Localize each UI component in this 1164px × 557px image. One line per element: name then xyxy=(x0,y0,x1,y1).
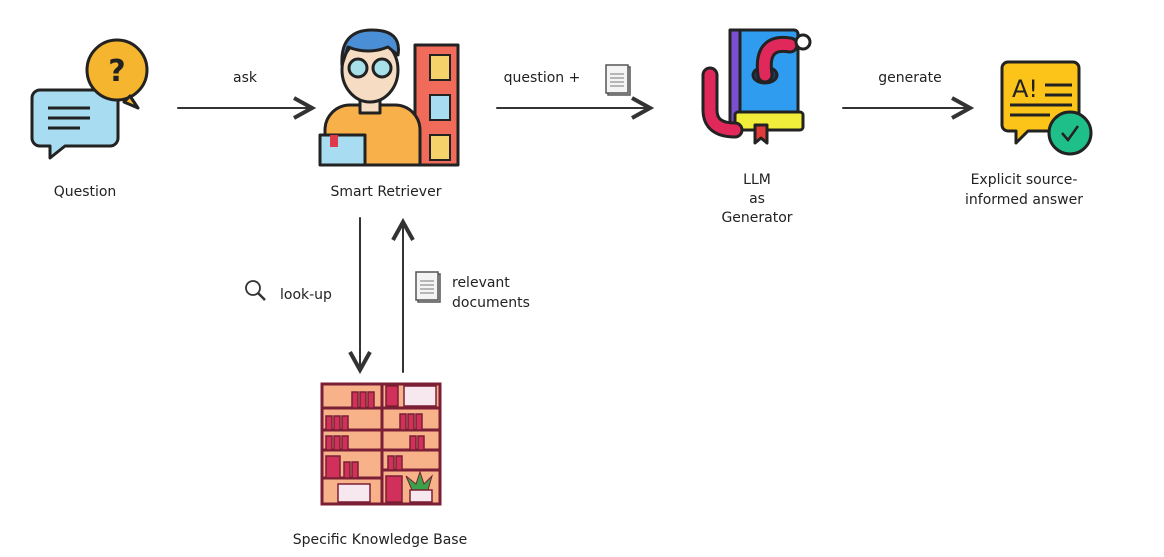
svg-text:?: ? xyxy=(108,54,125,89)
question-label: Question xyxy=(54,184,117,200)
question-icon: ? xyxy=(30,38,149,160)
lookup-label: look-up xyxy=(280,287,332,303)
llm-label-line2: as xyxy=(749,191,765,207)
retriever-label: Smart Retriever xyxy=(331,184,442,200)
answer-label-line1: Explicit source- xyxy=(971,172,1078,188)
knowledge-base-label: Specific Knowledge Base xyxy=(293,532,467,548)
llm-label-line1: LLM xyxy=(743,172,771,188)
document-icon xyxy=(605,64,631,96)
retriever-icon xyxy=(318,28,460,167)
llm-book-icon xyxy=(701,28,812,145)
answer-icon: A! xyxy=(1000,60,1093,156)
relevant-docs-line2: documents xyxy=(452,295,530,311)
document-icon xyxy=(415,271,441,303)
question-plus-label: question + xyxy=(504,70,581,86)
svg-text:A!: A! xyxy=(1012,75,1038,103)
llm-label-line3: Generator xyxy=(721,210,792,226)
generate-label: generate xyxy=(878,70,941,86)
answer-label-line2: informed answer xyxy=(965,192,1083,208)
ask-label: ask xyxy=(233,70,258,86)
search-icon xyxy=(245,280,266,301)
relevant-docs-line1: relevant xyxy=(452,275,510,291)
bookshelf-icon xyxy=(320,382,442,506)
